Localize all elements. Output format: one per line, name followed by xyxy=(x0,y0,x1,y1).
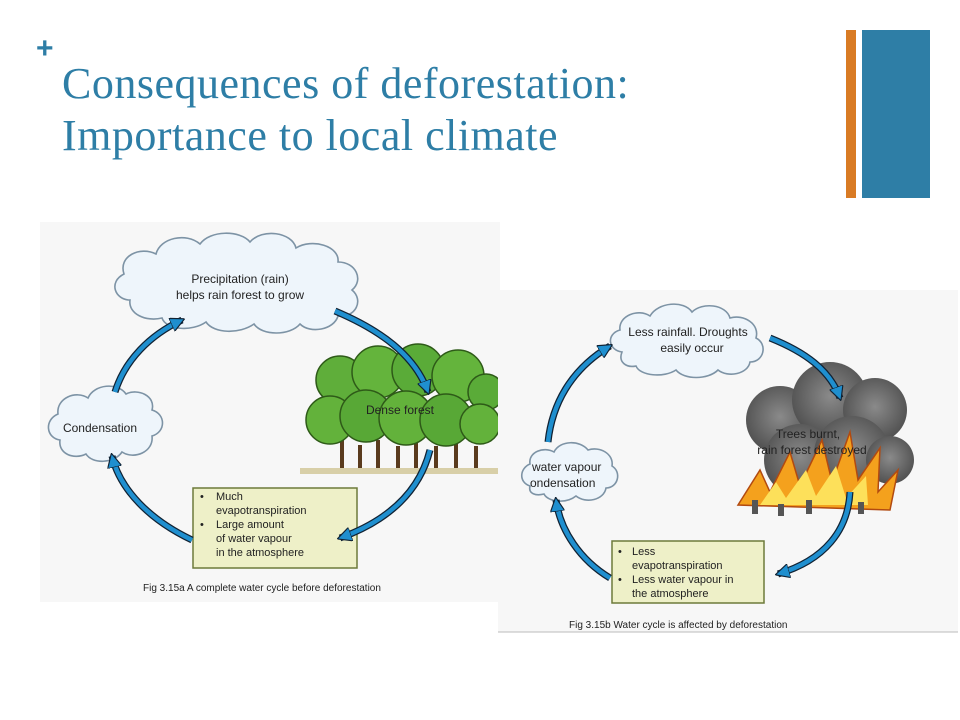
precipitation-label-1: Precipitation (rain) xyxy=(191,272,288,286)
svg-text:•: • xyxy=(618,546,622,558)
less-rainfall-label-1: Less rainfall. Droughts xyxy=(628,325,747,339)
box-b-line-4: the atmosphere xyxy=(632,588,708,600)
less-rainfall-label-2: easily occur xyxy=(660,341,723,355)
title-line-1: Consequences of deforestation: xyxy=(62,59,630,108)
box-a-line-3: Large amount xyxy=(216,519,284,531)
slide-title: Consequences of deforestation: Importanc… xyxy=(62,58,852,162)
box-b-line-1: Less xyxy=(632,546,656,558)
title-line-2: Importance to local climate xyxy=(62,111,559,160)
dense-forest-label: Dense forest xyxy=(366,403,435,417)
condensation-cloud: Condensation xyxy=(47,385,164,463)
condensation-label: Condensation xyxy=(63,421,137,435)
precipitation-cloud: Precipitation (rain) helps rain forest t… xyxy=(114,232,359,334)
evapotranspiration-box-b: • Less evapotranspiration • Less water v… xyxy=(611,540,765,604)
water-vapour-cloud: water vapour ondensation xyxy=(520,441,619,502)
water-vapour-label-2: ondensation xyxy=(530,476,595,490)
box-a-line-1: Much xyxy=(216,491,243,503)
figure-a-caption: Fig 3.15a A complete water cycle before … xyxy=(143,583,381,594)
svg-text:•: • xyxy=(200,519,204,531)
accent-bar-orange xyxy=(846,30,856,198)
box-b-line-2: evapotranspiration xyxy=(632,560,723,572)
fire-label-1: Trees burnt, xyxy=(776,427,840,441)
less-rainfall-cloud: Less rainfall. Droughts easily occur xyxy=(609,303,764,379)
burning-forest: Trees burnt, rain forest destroyed xyxy=(736,362,914,516)
precipitation-label-2: helps rain forest to grow xyxy=(176,288,304,302)
figure-b-caption: Fig 3.15b Water cycle is affected by def… xyxy=(569,620,787,631)
figure-b: Less rainfall. Droughts easily occur wat… xyxy=(498,290,958,633)
figure-a: Precipitation (rain) helps rain forest t… xyxy=(40,222,505,602)
water-vapour-label-1: water vapour xyxy=(531,460,601,474)
evapotranspiration-box-a: • Much evapotranspiration • Large amount… xyxy=(192,487,358,569)
svg-text:•: • xyxy=(200,491,204,503)
box-a-line-5: in the atmosphere xyxy=(216,547,304,559)
box-a-line-2: evapotranspiration xyxy=(216,505,307,517)
accent-bar-blue xyxy=(862,30,930,198)
fire-label-2: rain forest destroyed xyxy=(757,443,866,457)
svg-text:•: • xyxy=(618,574,622,586)
box-b-line-3: Less water vapour in xyxy=(632,574,734,586)
box-a-line-4: of water vapour xyxy=(216,533,292,545)
plus-bullet: + xyxy=(36,32,54,65)
